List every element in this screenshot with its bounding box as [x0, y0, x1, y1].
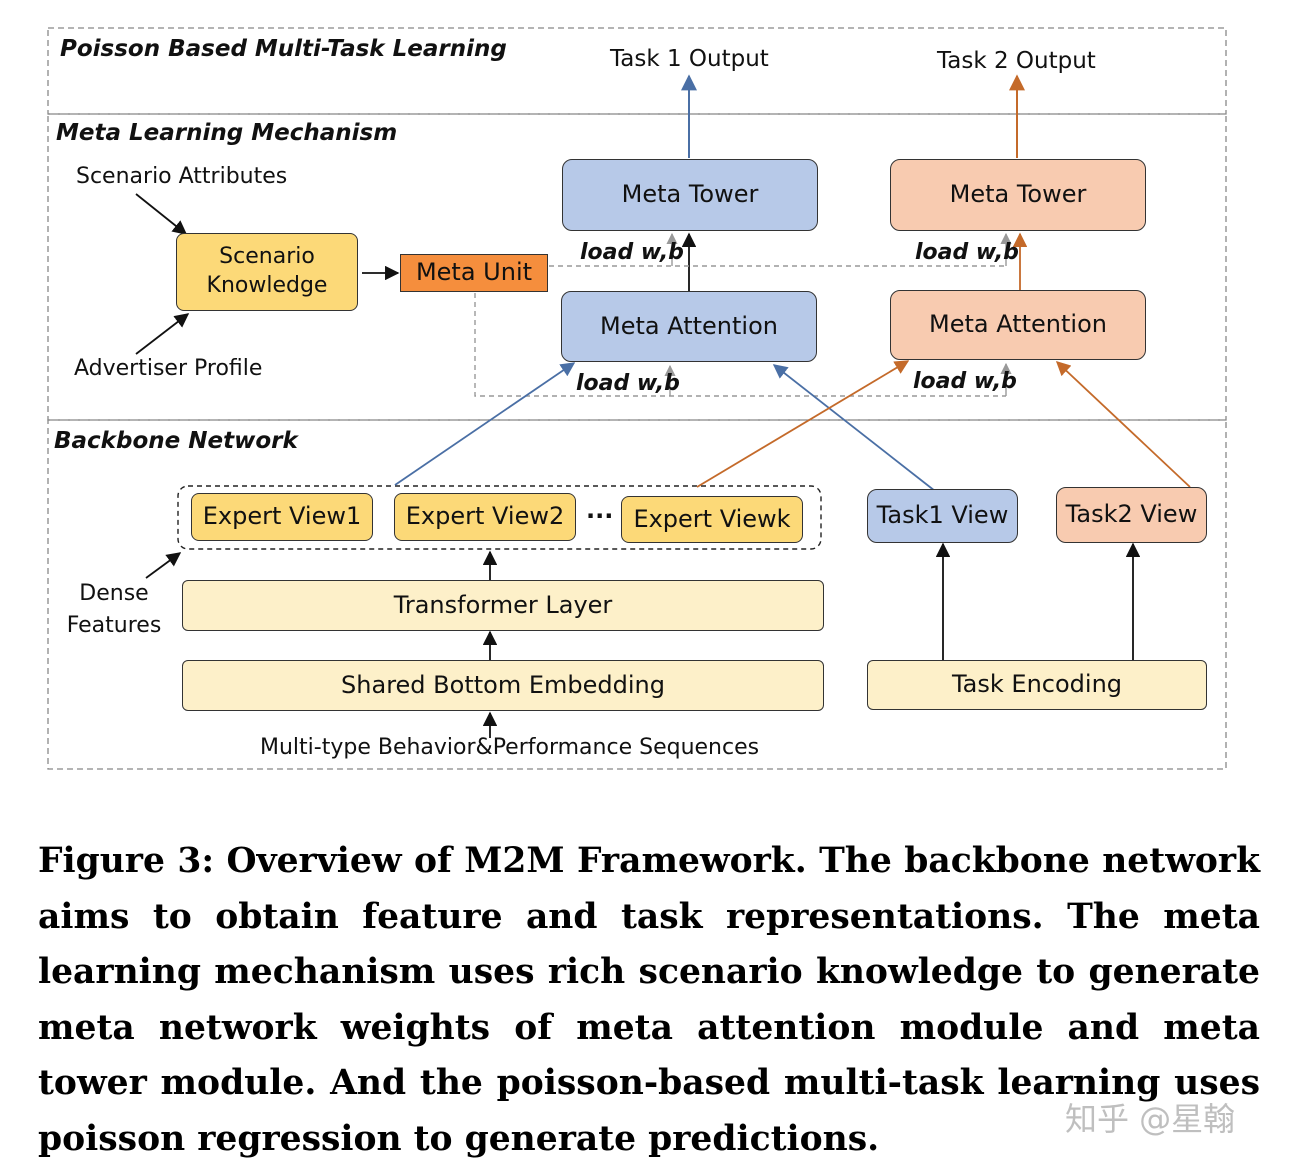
scenario-knowledge-box: Scenario Knowledge — [176, 233, 358, 311]
task1-output-label: Task 1 Output — [610, 46, 769, 72]
task-encoding-box: Task Encoding — [867, 660, 1207, 710]
dense-features-arrow — [145, 552, 182, 579]
meta-attention-1: Meta Attention — [561, 291, 817, 362]
expert-view-k: Expert Viewk — [621, 496, 803, 543]
diagram-canvas — [47, 27, 1227, 770]
task2-view-box: Task2 View — [1056, 487, 1207, 543]
advertiser-profile-label: Advertiser Profile — [74, 356, 263, 381]
scenario-attributes-label: Scenario Attributes — [76, 164, 288, 189]
advertiser-profile-arrow — [135, 313, 190, 355]
poisson-section-frame — [47, 27, 1227, 115]
meta-unit-box: Meta Unit — [400, 254, 548, 292]
figure-caption: Figure 3: Overview of M2M Framework. The… — [38, 841, 1260, 1159]
input-sequences-label: Multi-type Behavior&Performance Sequence… — [260, 735, 760, 760]
expert-to-attention2-arrow — [696, 360, 910, 488]
poisson-section-title: Poisson Based Multi-Task Learning — [60, 36, 507, 62]
meta-attention-2: Meta Attention — [890, 290, 1146, 360]
task1view-to-attention1-arrow — [772, 364, 936, 492]
task2view-to-attention2-arrow — [1055, 361, 1191, 488]
load-wb-label-tower2: load w,b — [915, 240, 1019, 265]
load-wb-label-attention2: load w,b — [913, 369, 1017, 394]
expert-views-group — [177, 485, 822, 550]
task2-output-label: Task 2 Output — [937, 48, 1096, 74]
dense-features-label: Dense Features — [66, 581, 162, 638]
load-wb-label-attention1: load w,b — [576, 371, 680, 396]
load-path-lower — [474, 293, 1006, 397]
meta-section-frame — [47, 113, 1227, 421]
load-wb-label-tower1: load w,b — [580, 240, 684, 265]
expert-to-attention1-arrow — [394, 362, 576, 486]
watermark: 知乎 @星翰 — [1065, 1100, 1236, 1138]
meta-tower-2: Meta Tower — [890, 159, 1146, 231]
shared-bottom-embedding-box: Shared Bottom Embedding — [182, 660, 824, 711]
backbone-section-title: Backbone Network — [54, 428, 298, 454]
task1-view-box: Task1 View — [867, 489, 1018, 543]
expert-views-ellipsis: ··· — [586, 502, 614, 530]
expert-view-2: Expert View2 — [394, 493, 576, 541]
scenario-attributes-arrow — [135, 193, 188, 235]
backbone-section-frame — [47, 419, 1227, 770]
transformer-layer-box: Transformer Layer — [182, 580, 824, 631]
expert-view-1: Expert View1 — [191, 493, 373, 541]
meta-section-title: Meta Learning Mechanism — [56, 120, 398, 146]
meta-tower-1: Meta Tower — [562, 159, 818, 231]
